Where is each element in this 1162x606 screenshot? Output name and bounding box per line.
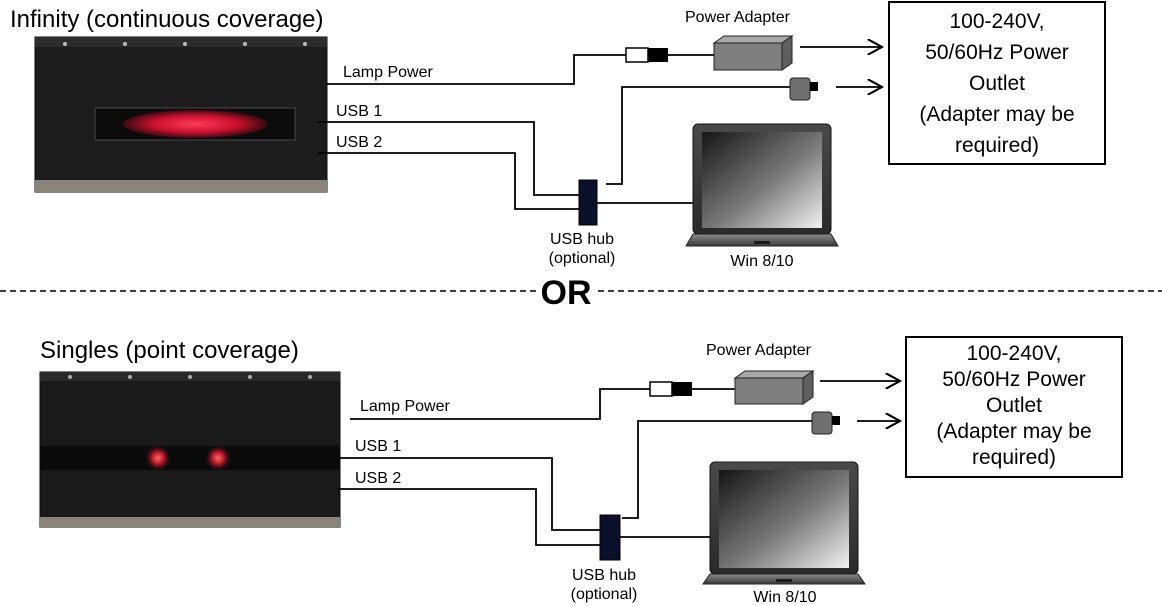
- outlet-text-line-3: Outlet: [969, 72, 1025, 95]
- power-adapter-icon: [712, 35, 794, 71]
- usb-hub-optional-label: (optional): [549, 250, 616, 267]
- usb-hub-icon: [578, 179, 598, 226]
- usb2-label: USB 2: [355, 470, 401, 487]
- infinity-lamp-device: [34, 36, 328, 193]
- or-divider: OR: [0, 274, 1162, 312]
- section-title: Infinity (continuous coverage): [10, 6, 324, 33]
- or-label: OR: [541, 274, 592, 312]
- outlet-text-line-4: (Adapter may be: [919, 103, 1074, 126]
- hub-power-plug-icon: [789, 77, 818, 101]
- red-lamp-glow: [123, 110, 267, 138]
- power-outlet-box: 100-240V, 50/60Hz Power Outlet (Adapter …: [905, 336, 1123, 478]
- usb-hub-label: USB hub: [572, 567, 636, 584]
- section-infinity: Infinity (continuous coverage) Lamp Powe…: [10, 1, 1106, 270]
- lamp-power-cable: [327, 54, 626, 85]
- hub-power-cable: [606, 86, 790, 185]
- usb1-cable: [318, 121, 579, 196]
- red-spot-left: [145, 445, 171, 471]
- lamp-power-label: Lamp Power: [360, 398, 450, 415]
- usb1-label: USB 1: [336, 103, 382, 120]
- outlet-text-line-5: required): [972, 446, 1056, 469]
- usb2-cable: [338, 488, 600, 546]
- laptop-label: Win 8/10: [753, 589, 816, 606]
- usb-hub-optional-label: (optional): [571, 586, 638, 603]
- power-outlet-box: 100-240V, 50/60Hz Power Outlet (Adapter …: [888, 1, 1106, 165]
- usb1-cable: [338, 457, 600, 531]
- laptop-icon: [685, 123, 839, 247]
- power-adapter-label: Power Adapter: [685, 9, 791, 26]
- laptop-label: Win 8/10: [730, 253, 793, 270]
- lamp-connector-plug: [649, 381, 692, 397]
- power-adapter-label: Power Adapter: [706, 342, 812, 359]
- section-title: Singles (point coverage): [40, 337, 299, 364]
- outlet-text-line-1: 100-240V,: [950, 10, 1045, 33]
- outlet-text-line-2: 50/60Hz Power: [942, 368, 1086, 391]
- lamp-power-cable: [350, 388, 650, 420]
- usb2-cable: [318, 152, 579, 210]
- laptop-icon: [702, 461, 866, 585]
- usb1-label: USB 1: [355, 438, 401, 455]
- singles-lamp-device: [39, 371, 341, 528]
- outlet-text-line-5: required): [955, 134, 1039, 157]
- section-singles: Singles (point coverage) Lamp Power Powe…: [39, 336, 1123, 606]
- usb-hub-label: USB hub: [550, 231, 614, 248]
- outlet-text-line-1: 100-240V,: [967, 342, 1062, 365]
- lamp-connector-plug: [625, 47, 668, 63]
- red-spot-right: [205, 445, 231, 471]
- lamp-power-label: Lamp Power: [343, 64, 433, 81]
- hub-power-plug-icon: [811, 411, 840, 435]
- usb-hub-icon: [599, 514, 621, 561]
- outlet-text-line-4: (Adapter may be: [936, 420, 1091, 443]
- hub-power-cable: [622, 420, 812, 519]
- outlet-text-line-3: Outlet: [986, 394, 1042, 417]
- power-adapter-icon: [733, 370, 815, 405]
- usb2-label: USB 2: [336, 134, 382, 151]
- outlet-text-line-2: 50/60Hz Power: [925, 41, 1069, 64]
